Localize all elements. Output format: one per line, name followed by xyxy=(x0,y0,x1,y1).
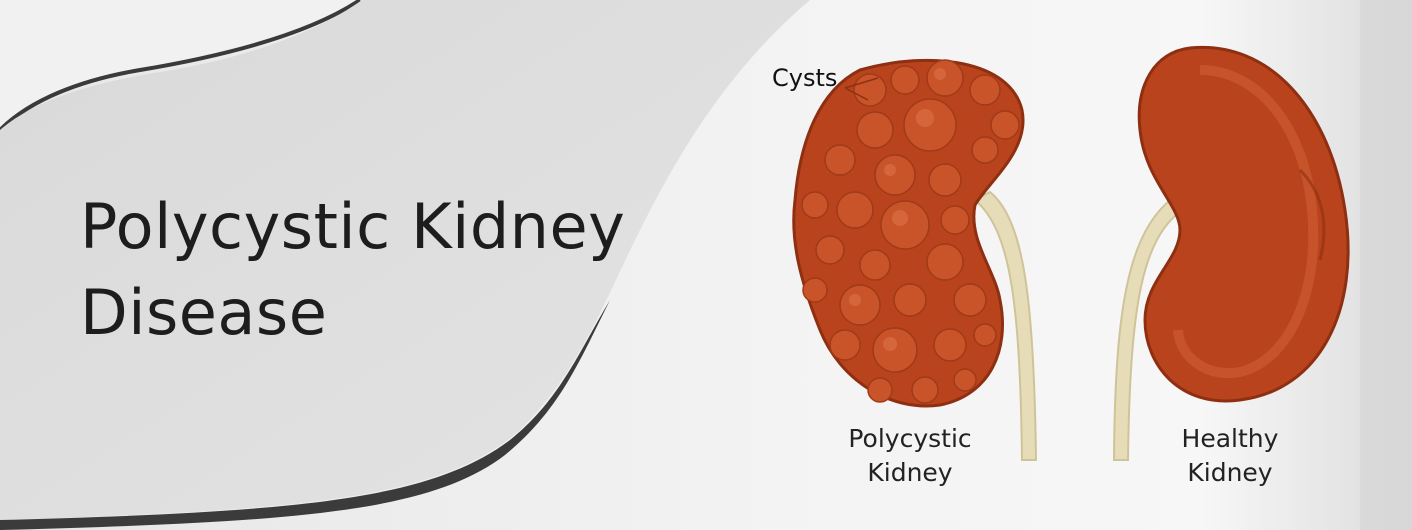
polycystic-caption-line-2: Kidney xyxy=(867,458,953,487)
page-title-line-2: Disease xyxy=(80,276,328,349)
polycystic-caption-line-1: Polycystic xyxy=(848,424,972,453)
healthy-ureter xyxy=(1112,194,1184,461)
healthy-kidney xyxy=(1137,45,1350,403)
polycystic-kidney xyxy=(792,58,1025,408)
cysts-label: Cysts xyxy=(772,64,838,92)
page-title-line-1: Polycystic Kidney xyxy=(80,190,626,263)
left-panel xyxy=(0,0,810,520)
top-left-curve xyxy=(0,0,360,130)
cysts-pointer xyxy=(844,77,879,101)
bottom-swoosh xyxy=(0,300,610,530)
polycystic-ureter xyxy=(973,190,1038,461)
polycystic-kidney-caption: Polycystic Kidney xyxy=(820,422,1000,490)
healthy-caption-line-2: Kidney xyxy=(1187,458,1273,487)
healthy-kidney-caption: Healthy Kidney xyxy=(1140,422,1320,490)
healthy-caption-line-1: Healthy xyxy=(1181,424,1279,453)
